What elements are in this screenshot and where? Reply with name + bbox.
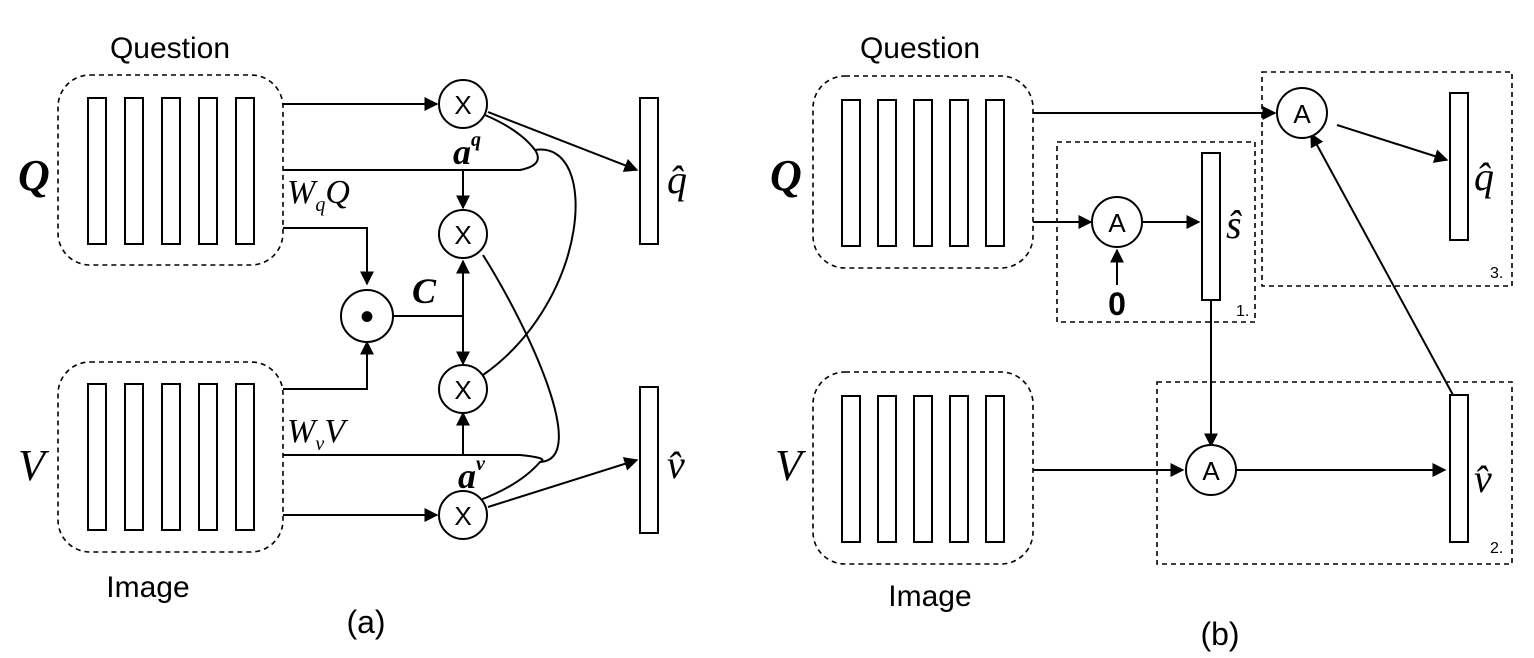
a-edge-wqq [283, 227, 374, 286]
b-image-label: Image [888, 580, 971, 613]
a-product-node [340, 289, 394, 343]
b-qhat-vector [1449, 92, 1469, 241]
b-v-symbol: V [775, 441, 807, 490]
b-qhat-label: q̂ [1474, 154, 1494, 199]
b-question-vector [841, 99, 861, 247]
b-image-vector [877, 395, 897, 543]
a-qhat-label: q̂ [667, 157, 687, 202]
a-multiply-node [438, 209, 488, 259]
a-multiply-symbol: X [454, 375, 471, 405]
b-shat-vector [1201, 152, 1221, 301]
a-image-features [57, 361, 284, 553]
a-vhat-vector [639, 386, 659, 534]
a-qhat-vector [639, 97, 659, 245]
a-edge-wvv [283, 340, 374, 390]
b-image-vector [985, 395, 1005, 543]
a-product-symbol: • [360, 295, 374, 339]
b-question-label: Question [860, 32, 980, 65]
b-attention-node-1 [1091, 196, 1143, 248]
a-wqq-label: WqQ [287, 174, 350, 216]
b-attention-symbol: A [1293, 99, 1311, 129]
a-question-vector [198, 97, 218, 245]
a-multiply-node [438, 490, 488, 540]
b-step1-box [1056, 141, 1256, 323]
a-multiply-symbol: X [454, 220, 471, 250]
b-shat-label: ŝ [1226, 202, 1242, 247]
b-question-vector [877, 99, 897, 247]
b-question-vector [985, 99, 1005, 247]
panel-b: Question Image Q V 1. 2. 3. [770, 32, 1513, 652]
a-edge-to-vhat [487, 457, 639, 508]
b-question-features [812, 75, 1034, 269]
b-image-vector [841, 395, 861, 543]
a-vhat-label: v̂ [667, 442, 685, 487]
b-vhat-vector [1449, 394, 1469, 543]
a-multiply-node [438, 79, 488, 129]
a-question-label: Question [110, 32, 230, 65]
a-caption: (a) [346, 604, 385, 640]
a-image-vector [198, 383, 218, 531]
a-image-vector [235, 383, 255, 531]
b-zero-label: 0 [1108, 286, 1126, 322]
a-multiply-node [438, 364, 488, 414]
b-image-features [812, 371, 1034, 565]
a-av-label: av [458, 453, 486, 496]
a-v-symbol: V [18, 441, 50, 490]
b-attention-node-2 [1185, 444, 1237, 496]
b-attention-node-3 [1276, 87, 1328, 139]
a-image-vector [87, 383, 107, 531]
b-question-vector [949, 99, 969, 247]
a-edge-to-qhat [487, 111, 639, 172]
a-edge-curve-v [479, 254, 560, 501]
b-step3-box [1261, 71, 1513, 287]
b-edge-vhat-to-a3 [1310, 132, 1454, 396]
b-question-vector [913, 99, 933, 247]
a-edge-aq-loop [283, 114, 539, 171]
a-question-vector [87, 97, 107, 245]
panel-a: Question Image Q V X [18, 32, 687, 640]
a-edge-av-line [283, 454, 544, 463]
b-attention-symbol: A [1108, 208, 1126, 238]
b-vhat-label: v̂ [1474, 456, 1492, 501]
a-edge-curve-q [482, 148, 577, 376]
b-step2-box [1156, 381, 1513, 565]
a-question-vector [161, 97, 181, 245]
a-aq-label: aq [453, 129, 481, 172]
a-image-vector [161, 383, 181, 531]
b-image-vector [913, 395, 933, 543]
a-multiply-symbol: X [454, 501, 471, 531]
a-image-label: Image [106, 571, 189, 604]
b-edge-a3-to-qhat [1336, 124, 1449, 163]
a-multiply-symbol: X [454, 90, 471, 120]
b-image-vector [949, 395, 969, 543]
a-q-symbol: Q [18, 151, 50, 200]
a-c-label: C [412, 271, 437, 311]
a-question-vector [124, 97, 144, 245]
b-attention-symbol: A [1202, 456, 1220, 486]
a-wvv-label: WvV [287, 413, 349, 455]
b-step1-number: 1. [1236, 303, 1249, 320]
a-question-vector [235, 97, 255, 245]
b-q-symbol: Q [770, 151, 802, 200]
b-caption: (b) [1200, 616, 1239, 652]
b-step2-number: 2. [1490, 540, 1503, 557]
b-step3-number: 3. [1490, 265, 1503, 282]
a-image-vector [124, 383, 144, 531]
